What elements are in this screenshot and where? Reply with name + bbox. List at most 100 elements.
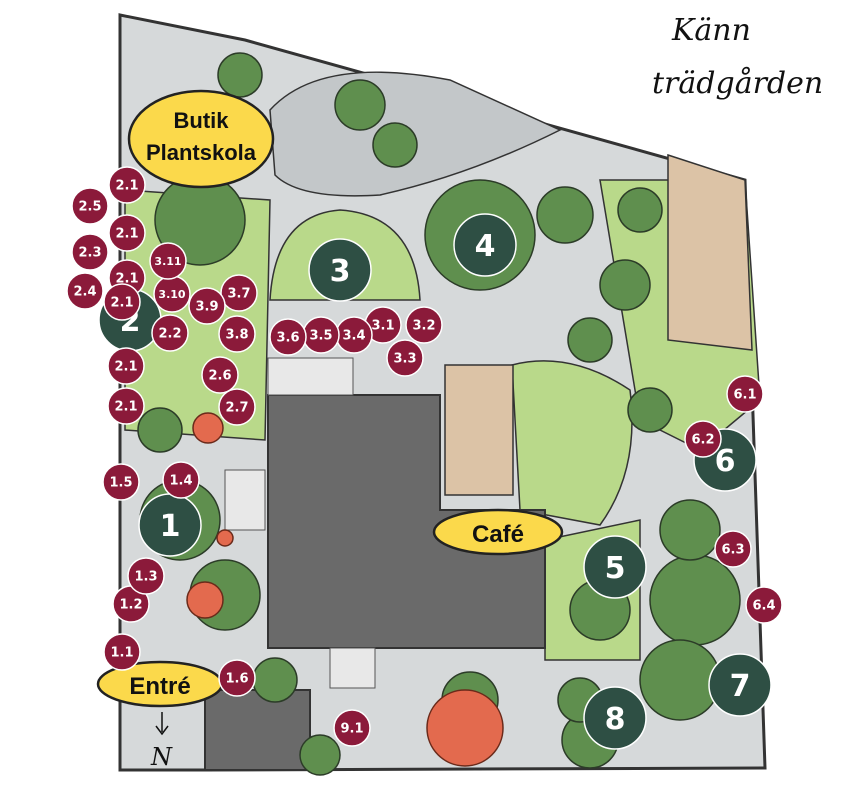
station-marker-label: 3.9 <box>195 300 218 315</box>
lower-building <box>204 689 311 771</box>
station-marker-6-4[interactable]: 6.4 <box>745 586 783 624</box>
station-marker-circle <box>333 709 371 747</box>
station-marker-label: 2.1 <box>115 272 138 287</box>
station-marker-3-11[interactable]: 3.11 <box>149 242 187 280</box>
station-marker-circle <box>108 166 146 204</box>
lawn-center <box>511 360 633 526</box>
station-marker-2-1[interactable]: 2.1 <box>107 387 145 425</box>
cafe-label: Café <box>432 508 564 556</box>
station-marker-label: 2.2 <box>158 327 181 342</box>
title-line1: Känn <box>671 13 751 48</box>
title-line2: trädgården <box>652 66 823 101</box>
station-marker-circle <box>151 314 189 352</box>
station-marker-circle <box>726 375 764 413</box>
station-marker-2-1[interactable]: 2.1 <box>108 166 146 204</box>
station-marker-label: 1.1 <box>110 646 133 661</box>
station-marker-2-7[interactable]: 2.7 <box>218 388 256 426</box>
station-marker-3-4[interactable]: 3.4 <box>335 316 373 354</box>
station-marker-circle <box>188 287 226 325</box>
station-marker-label: 3.4 <box>342 329 365 344</box>
north-label: N <box>150 743 173 771</box>
station-marker-2-2[interactable]: 2.2 <box>151 314 189 352</box>
station-marker-2-6[interactable]: 2.6 <box>201 356 239 394</box>
station-marker-label: 1.6 <box>225 672 248 687</box>
station-marker-label: 2.3 <box>78 246 101 261</box>
shop-label: Butik Plantskola <box>127 89 275 189</box>
station-marker-label: 6.3 <box>721 543 744 558</box>
station-marker-2-1[interactable]: 2.1 <box>108 214 146 252</box>
station-marker-circle <box>218 388 256 426</box>
station-marker-1-1[interactable]: 1.1 <box>103 633 141 671</box>
zone-marker-1[interactable]: 1 <box>138 493 202 557</box>
zone-marker-4[interactable]: 4 <box>453 213 517 277</box>
zone-marker-circle <box>308 238 372 302</box>
station-marker-2-5[interactable]: 2.5 <box>71 187 109 225</box>
station-marker-label: 9.1 <box>340 722 363 737</box>
shop-label-line1: Butik <box>174 108 230 133</box>
station-marker-6-2[interactable]: 6.2 <box>684 420 722 458</box>
station-marker-circle <box>162 461 200 499</box>
station-marker-label: 3.11 <box>154 255 181 268</box>
station-marker-circle <box>71 233 109 271</box>
station-marker-label: 2.7 <box>225 401 248 416</box>
station-marker-2-1[interactable]: 2.1 <box>103 283 141 321</box>
zone-marker-8[interactable]: 8 <box>583 686 647 750</box>
station-marker-label: 3.1 <box>371 319 394 334</box>
station-marker-circle <box>201 356 239 394</box>
station-marker-circle <box>108 214 146 252</box>
zone-marker-label: 5 <box>605 551 626 586</box>
zone-marker-circle <box>708 653 772 717</box>
station-marker-label: 2.6 <box>208 369 231 384</box>
station-marker-3-6[interactable]: 3.6 <box>269 318 307 356</box>
zone-marker-label: 3 <box>330 254 351 289</box>
zone-marker-3[interactable]: 3 <box>308 238 372 302</box>
entrance-label-text: Entré <box>129 673 190 700</box>
station-marker-2-3[interactable]: 2.3 <box>71 233 109 271</box>
station-marker-6-1[interactable]: 6.1 <box>726 375 764 413</box>
zone-marker-5[interactable]: 5 <box>583 535 647 599</box>
station-marker-label: 1.4 <box>169 474 192 489</box>
terrace-deck <box>667 153 753 351</box>
station-marker-3-9[interactable]: 3.9 <box>188 287 226 325</box>
station-marker-3-1[interactable]: 3.1 <box>364 306 402 344</box>
station-marker-3-5[interactable]: 3.5 <box>302 316 340 354</box>
station-marker-label: 2.1 <box>114 400 137 415</box>
station-marker-label: 3.10 <box>158 288 185 301</box>
station-marker-label: 3.2 <box>412 319 435 334</box>
station-marker-6-3[interactable]: 6.3 <box>714 530 752 568</box>
station-marker-1-2[interactable]: 1.2 <box>112 585 150 623</box>
station-marker-label: 2.1 <box>115 179 138 194</box>
station-marker-3-7[interactable]: 3.7 <box>220 274 258 312</box>
station-marker-9-1[interactable]: 9.1 <box>333 709 371 747</box>
station-marker-circle <box>127 557 165 595</box>
station-marker-3-8[interactable]: 3.8 <box>218 315 256 353</box>
station-marker-circle <box>103 633 141 671</box>
station-marker-3-3[interactable]: 3.3 <box>386 339 424 377</box>
station-marker-1-5[interactable]: 1.5 <box>102 463 140 501</box>
cafe-deck <box>444 364 514 496</box>
steps <box>224 357 376 689</box>
station-marker-1-3[interactable]: 1.3 <box>127 557 165 595</box>
station-marker-label: 3.7 <box>227 287 250 302</box>
station-marker-1-6[interactable]: 1.6 <box>218 659 256 697</box>
station-marker-2-1[interactable]: 2.1 <box>107 347 145 385</box>
station-marker-circle <box>269 318 307 356</box>
main-building <box>267 394 546 649</box>
station-marker-label: 3.8 <box>225 328 248 343</box>
station-marker-1-4[interactable]: 1.4 <box>162 461 200 499</box>
zone-marker-label: 6 <box>715 444 736 479</box>
station-marker-label: 6.4 <box>752 599 775 614</box>
zone-marker-7[interactable]: 7 <box>708 653 772 717</box>
station-marker-3-2[interactable]: 3.2 <box>405 306 443 344</box>
station-marker-2-4[interactable]: 2.4 <box>66 272 104 310</box>
station-marker-circle <box>149 242 187 280</box>
station-marker-label: 2.1 <box>115 227 138 242</box>
station-marker-label: 2.1 <box>110 296 133 311</box>
zone-marker-circle <box>583 535 647 599</box>
station-marker-circle <box>71 187 109 225</box>
flower-beds <box>186 412 504 767</box>
station-marker-3-10[interactable]: 3.10 <box>153 275 191 313</box>
shop-label-line2: Plantskola <box>146 140 257 165</box>
zone-marker-circle <box>583 686 647 750</box>
